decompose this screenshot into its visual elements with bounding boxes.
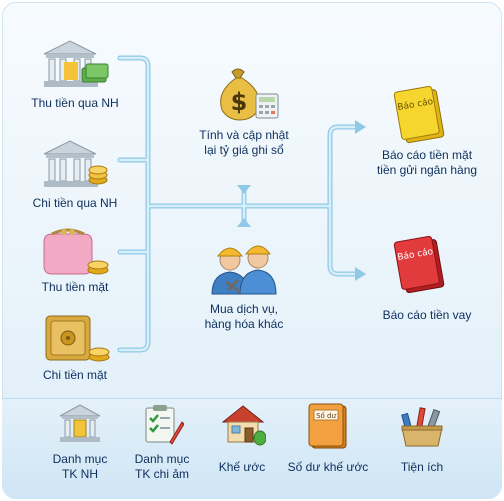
label-purchase-line2: hàng hóa khác	[204, 317, 284, 331]
label-bank-accounts-line1: Danh mục	[52, 452, 108, 466]
node-bank-receipt[interactable]: Thu tiền qua NH	[20, 38, 130, 114]
label-exchange-rate-line2: lại tỷ giá ghi sổ	[204, 143, 284, 157]
house-icon	[221, 405, 266, 446]
label-loan-report: Báo cáo tiền vay	[382, 308, 472, 322]
checklist-icon	[145, 405, 184, 445]
node-cash-payment[interactable]: Chi tiền mặt	[20, 312, 130, 386]
toolbox-icon	[401, 407, 443, 447]
node-bank-payment[interactable]: Chi tiền qua NH	[20, 138, 130, 214]
label-exchange-rate-line1: Tính và cập nhật	[199, 128, 289, 142]
yellow-report-book-icon: Báo cáo	[393, 85, 445, 144]
node-cash-bank-report[interactable]: Báo cáo Báo cáo tiền mặt tiền gửi ngân h…	[362, 84, 492, 180]
arrow-to-cash-report	[355, 120, 366, 134]
toolbar-bank-accounts[interactable]: Danh mục TK NH	[38, 402, 122, 496]
safe-icon	[45, 315, 110, 362]
label-cash-receipt: Thu tiền mặt	[41, 280, 109, 294]
label-bank-accounts-line2: TK NH	[62, 467, 98, 481]
orange-folder-icon: Số dư	[308, 403, 347, 449]
label-loan-contracts: Khế ước	[218, 460, 266, 474]
arrow-down-center	[237, 185, 251, 194]
node-exchange-rate-update[interactable]: $ Tính và cập nhật lại tỷ giá ghi sổ	[184, 62, 304, 158]
connector-highlight	[118, 56, 357, 352]
label-purchase-line1: Mua dịch vụ,	[209, 302, 279, 316]
label-expense-accounts-line2: TK chi ảm	[134, 467, 189, 481]
money-bag-calculator-icon: $	[220, 68, 279, 121]
toolbar-utilities[interactable]: Tiện ích	[380, 402, 464, 496]
bank-icon	[59, 404, 101, 442]
label-bank-payment: Chi tiền qua NH	[32, 196, 118, 210]
workers-icon	[211, 245, 277, 295]
red-report-book-icon: Báo cáo	[393, 235, 445, 294]
bank-coins-icon	[43, 140, 108, 187]
toolbar-loan-contracts[interactable]: Khế ước	[200, 402, 284, 496]
wallet-icon	[43, 228, 109, 275]
label-cash-report-line2: tiền gửi ngân hàng	[376, 163, 478, 177]
node-cash-receipt[interactable]: Thu tiền mặt	[20, 228, 130, 298]
label-bank-receipt: Thu tiền qua NH	[31, 96, 119, 110]
node-purchase-services[interactable]: Mua dịch vụ, hàng hóa khác	[184, 236, 304, 332]
bank-money-icon	[43, 40, 109, 87]
label-utilities: Tiện ích	[400, 460, 444, 474]
arrowheads	[237, 120, 366, 281]
svg-text:$: $	[231, 88, 248, 116]
label-contract-balances: Số dư khế ước	[287, 460, 369, 474]
toolbar-contract-balances[interactable]: Số dư Số dư khế ước	[280, 402, 376, 496]
arrow-up-center	[237, 218, 251, 227]
node-loan-report[interactable]: Báo cáo Báo cáo tiền vay	[362, 234, 492, 326]
folder-title: Số dư	[316, 412, 336, 420]
arrow-to-loan-report	[355, 267, 366, 281]
label-expense-accounts-line1: Danh mục	[134, 452, 190, 466]
label-cash-payment: Chi tiền mặt	[42, 368, 108, 382]
label-cash-report-line1: Báo cáo tiền mặt	[381, 148, 473, 162]
toolbar-expense-accounts[interactable]: Danh mục TK chi ảm	[120, 402, 204, 496]
